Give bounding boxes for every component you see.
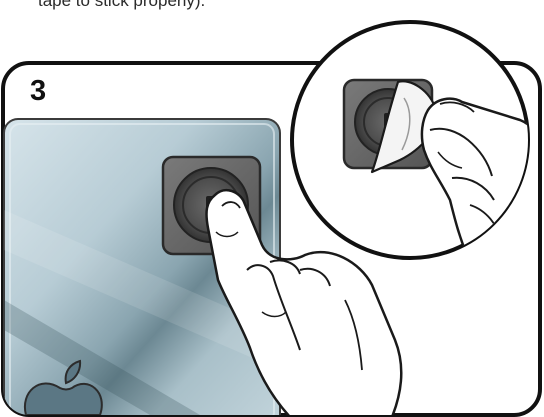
step-number: 3 (30, 75, 46, 108)
